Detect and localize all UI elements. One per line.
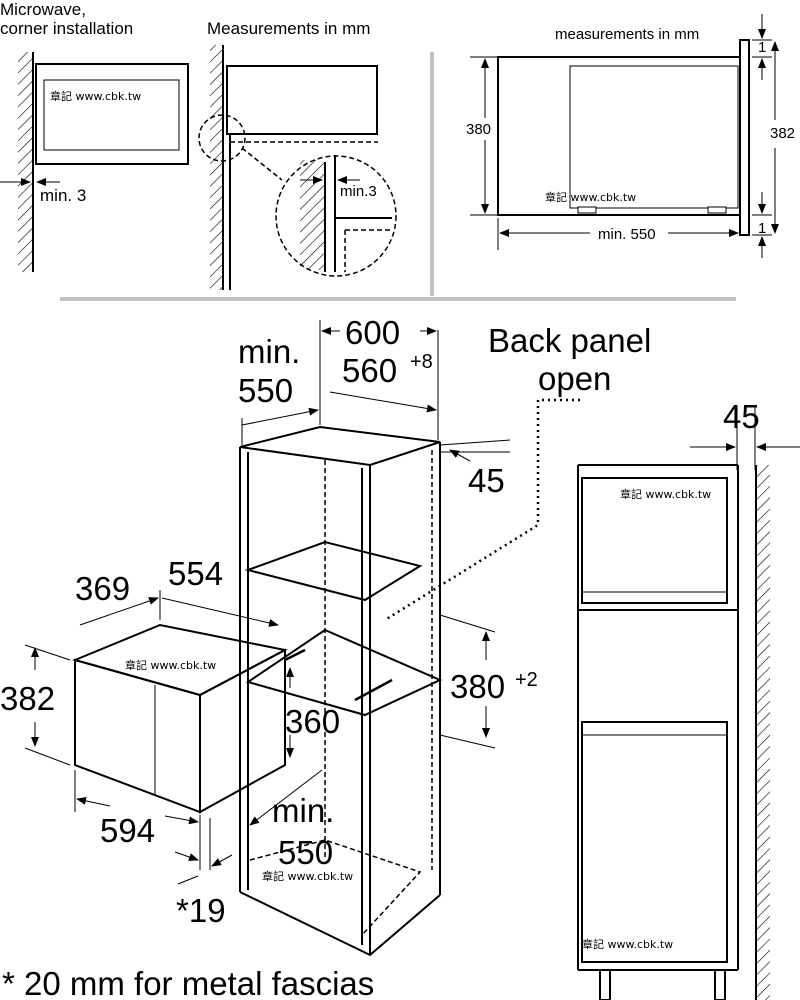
isometric-installation: 600 560 +8 min. 550 Back panel open 45 [0, 314, 651, 957]
microwave-window [43, 79, 180, 151]
dim-369-line [79, 597, 159, 626]
dim-min550: min. 550 [598, 226, 656, 243]
dim-550-b: 550 [278, 834, 333, 871]
microwave-iso-front [74, 658, 201, 814]
label-microwave: Microwave, [0, 0, 86, 19]
dim-380: 380 [466, 121, 491, 138]
dim-360: 360 [285, 703, 340, 740]
microwave-side-view [226, 65, 378, 135]
dim-380-sup: +2 [515, 669, 538, 691]
dim-1-bottom: 1 [758, 220, 766, 237]
label-open: open [538, 360, 611, 397]
dim-382-b: 382 [0, 680, 55, 717]
section-foot-right [714, 969, 726, 1000]
dim-45-b: 45 [723, 398, 760, 435]
rail-left [284, 648, 306, 662]
label-corner-installation: corner installation [0, 19, 133, 38]
shelf-upper [244, 540, 423, 602]
watermark-5: 章記 www.cbk.tw [620, 487, 711, 501]
dim-19-arrow-a [174, 851, 199, 861]
watermark-3: 章記 www.cbk.tw [125, 658, 216, 672]
dim-594: 594 [100, 812, 155, 849]
back-panel-leader [384, 398, 580, 622]
microwave-front-view [35, 63, 189, 165]
ext-382-bot [24, 747, 71, 766]
wall-hatch-1 [18, 52, 32, 272]
ext-380-top [439, 614, 496, 633]
section-wall-hatch [756, 465, 770, 1000]
dim-369: 369 [75, 570, 130, 607]
watermark-2: 章記 www.cbk.tw [545, 190, 636, 204]
dim-594-left [76, 796, 111, 807]
dim-380-b: 380 [450, 668, 505, 705]
microwave-iso-side [199, 648, 286, 814]
dim-600: 600 [345, 314, 400, 351]
footnote: * 20 mm for metal fascias [2, 965, 374, 1000]
dim-min3-a: min. 3 [40, 186, 86, 205]
ext-380-bot [439, 734, 496, 749]
corner-installation-panel: Microwave, corner installation Measureme… [0, 0, 397, 290]
detail-circle-small [198, 114, 246, 162]
watermark-6: 章記 www.cbk.tw [582, 937, 673, 951]
dim-min-top: min. [238, 333, 300, 370]
dim-560-sup: +8 [410, 351, 433, 373]
shelf-lower [245, 628, 443, 717]
dim-554-line [161, 597, 279, 627]
dim-382: 382 [770, 125, 795, 142]
wall-hatch-2 [210, 45, 222, 290]
dim-19-arrow-b [211, 854, 233, 867]
section-lower-box [581, 721, 728, 963]
dim-550-b-line [249, 769, 323, 826]
label-measurements-right: measurements in mm [555, 26, 699, 43]
dim-min3-b: min.3 [340, 183, 377, 200]
dim-550-top-line [241, 407, 319, 426]
dim-560: 560 [342, 352, 397, 389]
ext-382-top [24, 644, 71, 661]
dim-550-top: 550 [238, 372, 293, 409]
dim-min-b: min. [272, 792, 334, 829]
section-view: 45 章記 www.cbk.tw 章記 www.cbk.tw [577, 398, 800, 1000]
foot-right [707, 206, 727, 214]
foot-left [577, 206, 597, 214]
base-dashed [249, 839, 422, 936]
cabinet-base [239, 891, 441, 957]
dim-19-leader [177, 875, 199, 885]
dim-45-a: 45 [468, 462, 505, 499]
watermark-4: 章記 www.cbk.tw [262, 869, 353, 883]
microwave-cavity [569, 65, 739, 209]
dim-594-right [164, 815, 199, 825]
dim-560-line [329, 391, 437, 413]
label-measurements-left: Measurements in mm [207, 19, 370, 38]
dim-45-ext-a [439, 439, 511, 446]
detail-connector [241, 147, 283, 181]
dim-45-arrow [449, 449, 471, 462]
watermark-1: 章記 www.cbk.tw [50, 89, 141, 103]
label-back-panel: Back panel [488, 322, 651, 359]
section-foot-left [599, 969, 611, 1000]
front-panel [739, 39, 750, 236]
rail-right [354, 678, 393, 702]
dim-554: 554 [168, 555, 223, 592]
cabinet-top [239, 425, 441, 467]
dim-19: *19 [176, 892, 226, 929]
section-upper-box [581, 477, 728, 604]
side-section-panel: measurements in mm 380 章記 www.cbk.tw 1 3… [466, 14, 795, 258]
dim-1-top: 1 [758, 39, 766, 56]
detail-wall-hatch [300, 160, 324, 270]
